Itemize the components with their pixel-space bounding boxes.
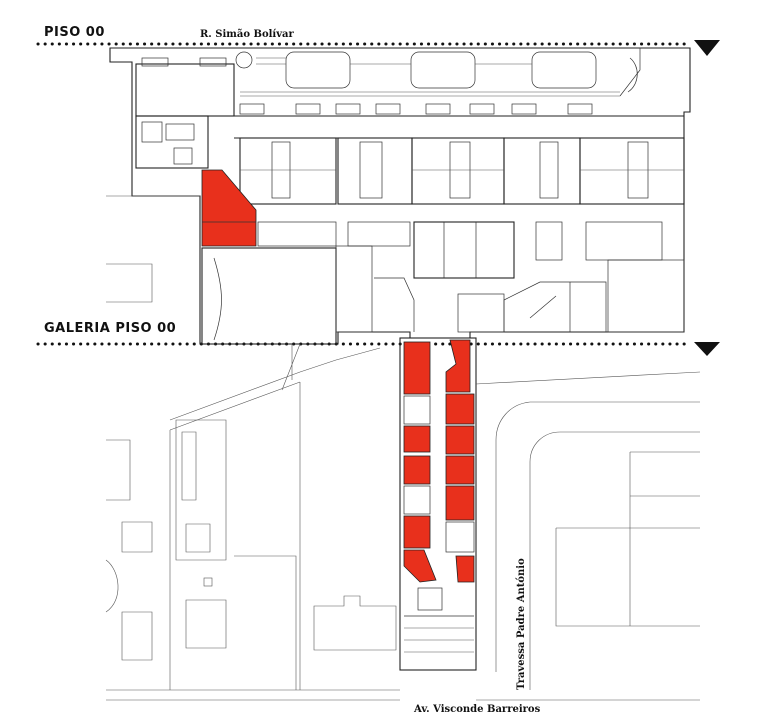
highlight-unit-right-4 — [445, 455, 475, 485]
highlight-unit-left-1 — [403, 341, 431, 395]
highlight-unit-right-3 — [445, 425, 475, 455]
highlight-unit-left-3 — [403, 455, 431, 485]
hatched-unit-lower — [607, 259, 685, 333]
street-label-north: R. Simão Bolívar — [200, 29, 295, 40]
level-marker-triangle-icon — [694, 40, 720, 56]
highlight-unit-left-4 — [403, 515, 431, 549]
upper-building — [109, 47, 691, 345]
highlight-unit-left-2 — [403, 425, 431, 453]
highlight-unit-right-6 — [455, 555, 475, 583]
level-marker-triangle-icon — [694, 342, 720, 356]
street-label-east: Travessa Padre António — [516, 558, 527, 690]
highlight-unit-right-2 — [445, 393, 475, 425]
highlight-unit-upper-left — [201, 169, 257, 247]
level-title-galeria: GALERIA PISO 00 — [44, 321, 176, 336]
gallery-building — [399, 337, 477, 671]
site-context — [105, 195, 701, 701]
highlight-unit-right-5 — [445, 485, 475, 521]
hatched-unit-upper — [585, 221, 663, 261]
highlight-unit-left-5 — [403, 549, 437, 583]
level-title-piso-00: PISO 00 — [44, 25, 105, 40]
highlight-unit-right-1 — [445, 339, 471, 393]
street-label-south: Av. Visconde Barreiros — [413, 704, 541, 715]
